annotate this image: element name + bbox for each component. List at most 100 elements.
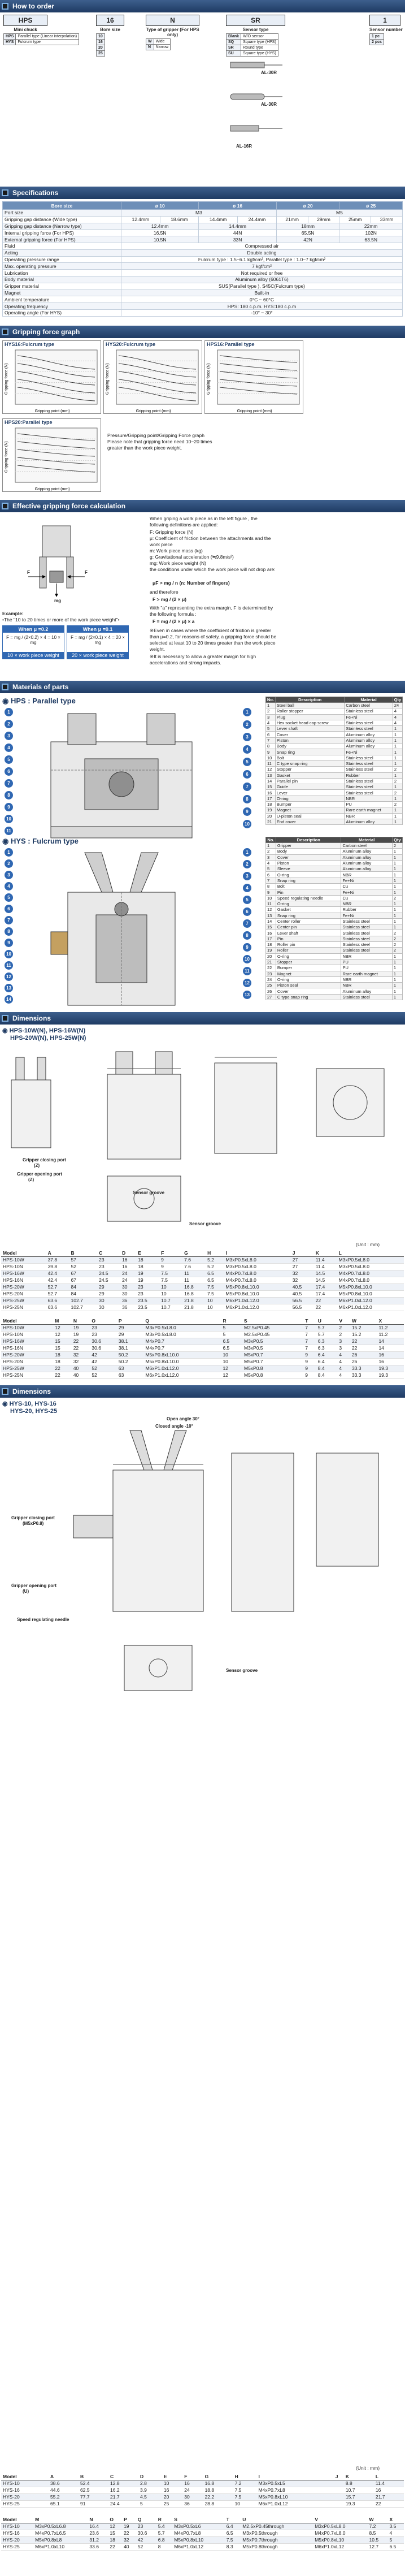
- parts-cell: O-ring: [275, 795, 345, 802]
- dim-cell: 38.1: [116, 1338, 144, 1345]
- dim-cell: 22: [313, 1297, 337, 1304]
- dim-cell: 22: [350, 1345, 377, 1352]
- parts-cell: 1: [392, 772, 403, 779]
- order-row: 16: [96, 39, 105, 45]
- dim-cell: 26: [350, 1351, 377, 1359]
- dim-cell: HYS-16: [1, 2487, 49, 2494]
- hps-callout: 10: [5, 815, 13, 823]
- dim-header-cell: L: [337, 1250, 404, 1257]
- dims2-unit: (Unit : mm): [356, 2465, 380, 2471]
- parts-cell: Stainless steel: [344, 784, 393, 790]
- spec-value: 22mm: [339, 222, 403, 230]
- dim-header-cell: F: [159, 1250, 183, 1257]
- dim-cell: 7: [303, 1331, 316, 1338]
- parts-cell: 2: [391, 894, 403, 901]
- hps-callout-right: 1: [243, 708, 251, 716]
- dim-header-cell: T: [303, 1317, 316, 1325]
- parts-cell: 1: [391, 866, 403, 872]
- spec-label: Operating frequency: [2, 302, 121, 310]
- spec-label: Magnet: [2, 289, 121, 297]
- dim-cell: 91: [79, 2500, 109, 2508]
- dim-header-cell: K: [343, 2473, 374, 2480]
- spec-value: 24.4mm: [237, 215, 277, 223]
- dim-cell: 10.7: [159, 1297, 183, 1304]
- dim-cell: 7.5: [159, 1277, 183, 1284]
- dim-cell: 12: [221, 1372, 242, 1379]
- dim-cell: HPS-25W: [1, 1365, 54, 1372]
- order-value: Fulcrum type: [15, 39, 80, 45]
- parts-cell: Lever: [275, 789, 345, 796]
- dim-header-cell: P: [116, 1317, 144, 1325]
- dim-cell: 14: [377, 1338, 404, 1345]
- hys-callout-right: 2: [243, 860, 251, 868]
- dim-cell: 12: [221, 1365, 242, 1372]
- spec-value: HPS: 180 c.p.m. HYS:180 c.p.m: [121, 302, 403, 310]
- dim-cell: 16.4: [88, 2523, 108, 2530]
- order-model-label: Mini chuck: [14, 27, 37, 32]
- parts-cell: Bumper: [275, 965, 342, 971]
- parts-cell: 1: [391, 912, 403, 919]
- dim-cell: M5xP0.8: [242, 1365, 304, 1372]
- order-value: 16: [96, 39, 105, 45]
- example-head-1: When μ =0.2: [3, 626, 64, 633]
- parts-cell: 13: [265, 772, 276, 779]
- dim-cell: 15.7: [343, 2493, 374, 2501]
- dim-cell: 20: [162, 2493, 183, 2501]
- parts-cell: 11: [265, 760, 276, 767]
- spec-value: 25mm: [339, 215, 372, 223]
- section-title: Specifications: [12, 189, 59, 197]
- parts-cell: Roller stopper: [275, 708, 345, 715]
- dim-header-cell: N: [71, 1317, 90, 1325]
- hys-callout-right: 8: [243, 931, 251, 940]
- dim-cell: M3xP0.5xL8.0: [313, 2523, 368, 2530]
- dim-cell: 16.8: [203, 2480, 233, 2487]
- dim-header-cell: R: [221, 1317, 242, 1325]
- dim-cell: 52.7: [46, 1283, 69, 1291]
- dim-cell: M5xP0.8xL10.0: [143, 1351, 221, 1359]
- order-row: 10: [96, 33, 105, 40]
- parts-cell: Fe+Ni: [344, 714, 393, 720]
- hps-callout-right: 10: [243, 820, 251, 828]
- dim-cell: 10: [159, 1290, 183, 1298]
- parts-cell: 2: [391, 947, 403, 954]
- dim-cell: 26: [350, 1358, 377, 1365]
- dim-cell: M3xP0.5: [242, 1338, 304, 1345]
- parts-cell: 11: [265, 900, 276, 907]
- parts-cell: 10: [265, 894, 276, 901]
- dim-cell: 27: [290, 1256, 314, 1264]
- hys-speed-needle-label: Speed regulating needle: [17, 1617, 69, 1622]
- dim-cell: M3xP0.5xL8.0: [337, 1256, 404, 1264]
- order-value: 25: [96, 50, 105, 57]
- dim-cell: HPS-16N: [1, 1345, 54, 1352]
- dim-cell: 4: [337, 1358, 350, 1365]
- dim-cell: 16: [182, 2480, 203, 2487]
- parts-cell: 25: [265, 982, 276, 989]
- dim-cell: 16.8: [182, 1290, 206, 1298]
- parts-cell: Bolt: [275, 883, 342, 890]
- dim-cell: M5xP0.8xL10.0: [337, 1283, 404, 1291]
- order-key: SU: [225, 50, 242, 57]
- parts-cell: 2: [391, 842, 403, 849]
- parts-cell: 10: [265, 754, 276, 761]
- parts-cell: PU: [344, 801, 393, 808]
- spec-value: Not required or free: [121, 269, 403, 276]
- dim-cell: 21.7: [108, 2493, 138, 2501]
- spec-label: Fluid: [2, 242, 121, 250]
- parts-cell: C type snap ring: [275, 993, 342, 1001]
- hys-closing-port-label: Gripper closing port: [11, 1515, 55, 1520]
